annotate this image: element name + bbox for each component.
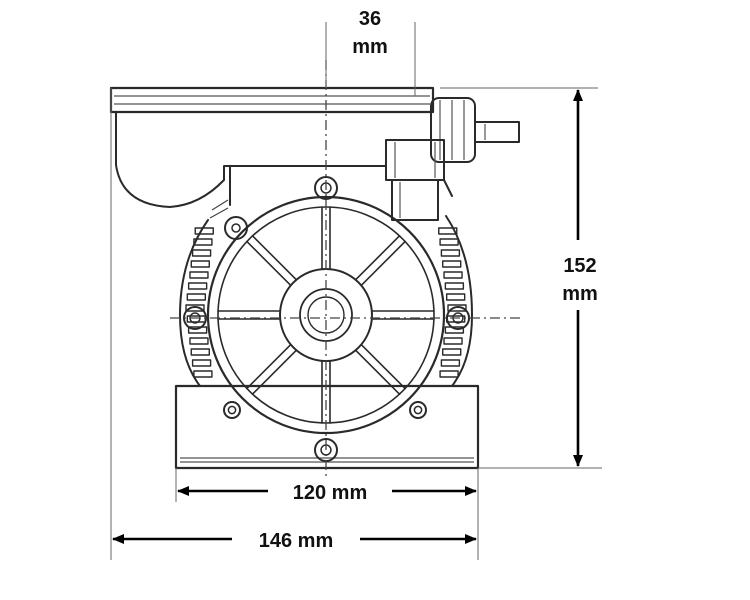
height-unit: mm <box>562 283 598 305</box>
dimension-base-width: 120 mm <box>175 468 479 560</box>
top-offset-value: 36 <box>359 8 381 30</box>
base-plate <box>174 384 480 470</box>
top-offset-unit: mm <box>352 36 388 58</box>
outlet-fitting <box>430 97 520 163</box>
dimension-top-offset: 36 mm <box>325 8 416 96</box>
dimension-overall-width: 146 mm <box>110 88 477 560</box>
pump-outline <box>109 86 520 470</box>
top-plate <box>109 86 435 208</box>
inlet-tube <box>385 139 445 221</box>
center-lines <box>170 60 520 478</box>
ribbed-housing <box>179 215 473 387</box>
overall-width-label: 146 mm <box>259 530 334 552</box>
dimension-height: 152 mm <box>440 87 602 469</box>
base-width-label: 120 mm <box>293 482 368 504</box>
height-value: 152 <box>563 255 596 277</box>
bolts <box>183 176 470 462</box>
